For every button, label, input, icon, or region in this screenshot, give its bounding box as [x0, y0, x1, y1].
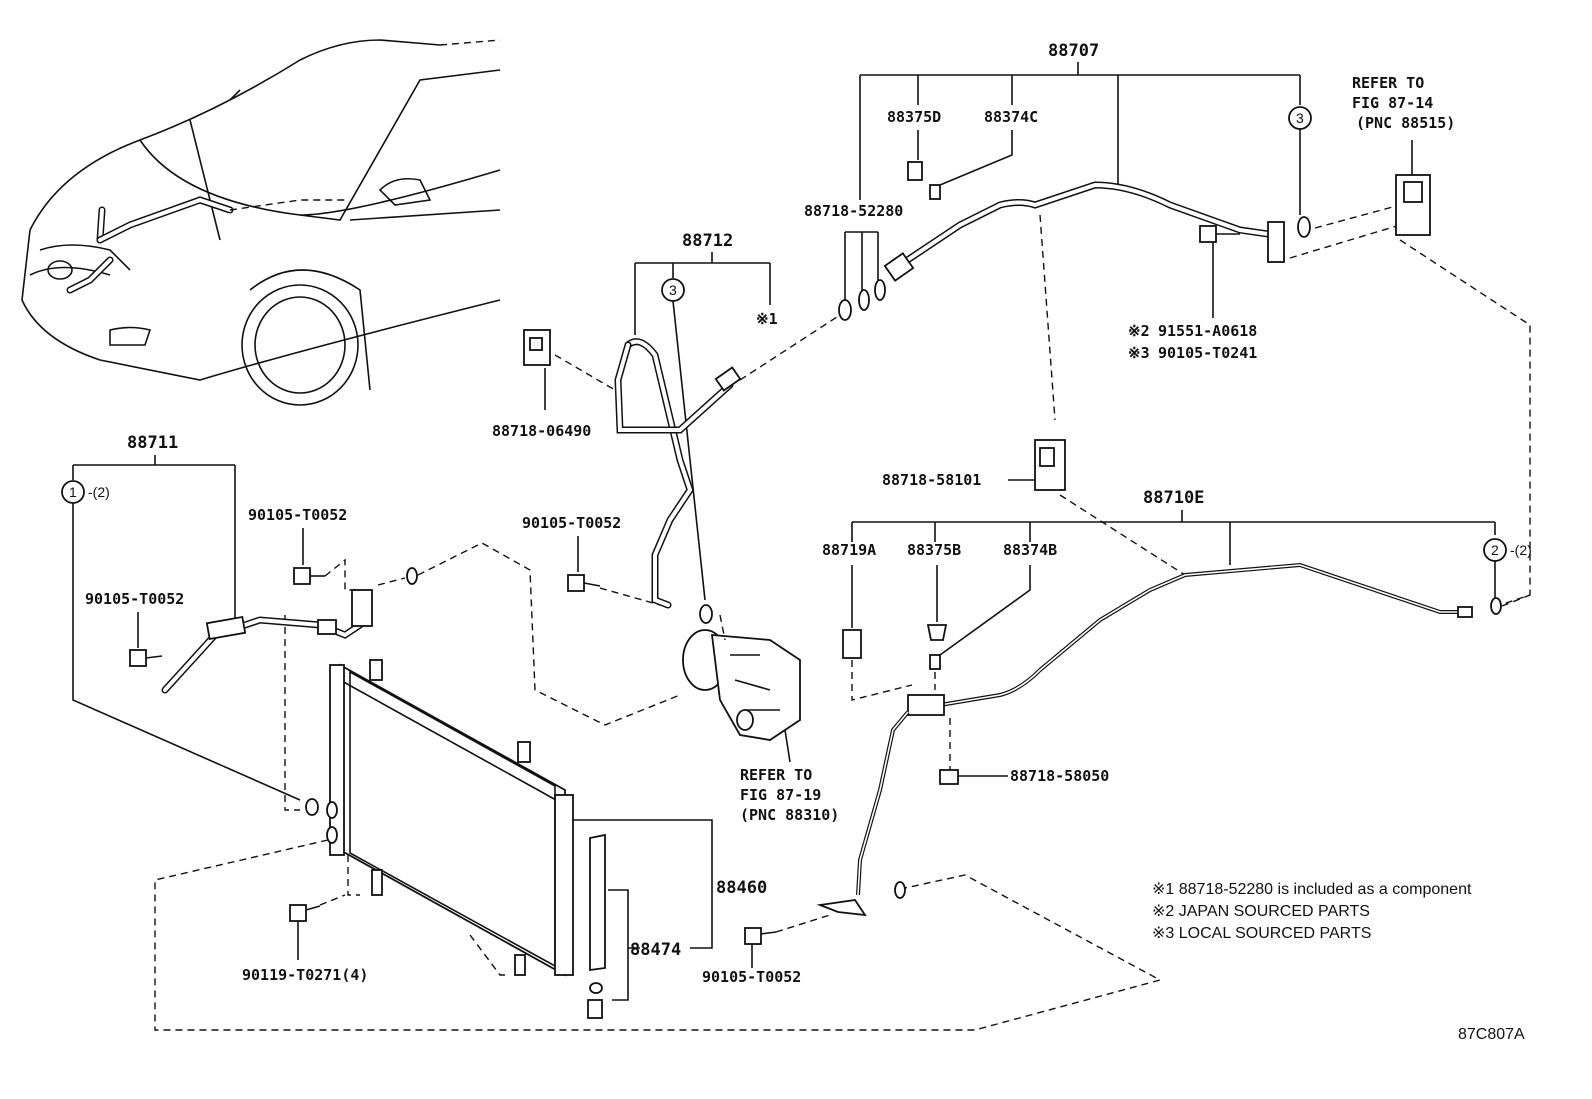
note-3: ※3 LOCAL SOURCED PARTS: [1152, 925, 1371, 942]
label-90105-T0241: 90105-T0241: [1158, 344, 1257, 362]
label-90105-T0052-c: 90105-T0052: [85, 590, 184, 608]
refer-top-line1: REFER TO: [1352, 74, 1424, 92]
circle-1-text: 1: [69, 484, 77, 500]
refer-top-line3: (PNC 88515): [1356, 114, 1455, 132]
label-88711: 88711: [127, 433, 178, 453]
note-2: ※2 JAPAN SOURCED PARTS: [1152, 903, 1370, 920]
refer-top-line2: FIG 87-14: [1352, 94, 1433, 112]
label-88375B: 88375B: [907, 541, 961, 559]
label-88718-58050: 88718-58050: [1010, 767, 1109, 785]
bolt-90105-a: [293, 567, 311, 585]
bolt-91551: [1199, 225, 1217, 243]
label-88712: 88712: [682, 231, 733, 251]
label-90105-T0052-a: 90105-T0052: [248, 506, 347, 524]
group-88712: 88712 ※1 3 88718-06490 90105-T0052: [492, 231, 841, 624]
oring-a: [858, 289, 870, 311]
label-88710E: 88710E: [1143, 488, 1204, 508]
valve-88374B: [929, 654, 941, 670]
circle-3-mid-text: 3: [669, 282, 677, 298]
bolt-90105-c: [129, 649, 147, 667]
figure-id: 87C807A: [1458, 1026, 1525, 1043]
clamp-88718-06490: [523, 329, 551, 366]
clamp-88718-52280: [838, 299, 852, 321]
label-88460: 88460: [716, 878, 767, 898]
oring-88707-end: [1297, 216, 1311, 238]
circle-2-qty: -(2): [1510, 542, 1532, 558]
bolt-90119: [289, 904, 307, 922]
label-90105-T0052-d: 90105-T0052: [702, 968, 801, 986]
pipe-end-88707: [883, 252, 915, 282]
label-88375D: 88375D: [887, 108, 941, 126]
clamp-88718-58050: [939, 769, 959, 785]
footnotes: ※1 88718-52280 is included as a componen…: [1152, 881, 1472, 942]
label-91551-A0618: 91551-A0618: [1158, 322, 1257, 340]
refer-comp-line2: FIG 87-19: [740, 786, 821, 804]
oring-88712-bottom: [699, 604, 713, 624]
label-88718-58101: 88718-58101: [882, 471, 981, 489]
group-88710E: 88718-58101 88710E 88719A 88375B 88374B …: [702, 439, 1532, 986]
modulator-88474: [589, 833, 606, 972]
label-88374B: 88374B: [1003, 541, 1057, 559]
refer-fig-87-14: REFER TO FIG 87-14 (PNC 88515): [1352, 74, 1531, 606]
refer-comp-line1: REFER TO: [740, 766, 812, 784]
mark-x1: ※1: [756, 310, 778, 328]
circle-2-text: 2: [1491, 542, 1499, 558]
label-88474: 88474: [630, 940, 681, 960]
oring-b: [874, 279, 886, 301]
label-88374C: 88374C: [984, 108, 1038, 126]
mark-x2: ※2: [1128, 322, 1150, 340]
label-88718-06490: 88718-06490: [492, 422, 591, 440]
label-88719A: 88719A: [822, 541, 876, 559]
car-illustration: [21, 39, 501, 406]
tube-block: [907, 694, 945, 716]
group-88711: 88711 1 -(2) 90105-T0052 90105-T0052: [61, 433, 681, 816]
label-88718-52280: 88718-52280: [804, 202, 903, 220]
cap-88375B: [926, 624, 948, 641]
switch-88719A: [842, 629, 862, 659]
label-90119-T0271: 90119-T0271(4): [242, 966, 368, 984]
bolt-90105-b: [567, 574, 585, 592]
circle-3-top-text: 3: [1296, 110, 1304, 126]
label-88707: 88707: [1048, 41, 1099, 61]
label-90105-T0052-b: 90105-T0052: [522, 514, 621, 532]
cap-88375D: [907, 161, 923, 181]
flange-88707: [1267, 221, 1285, 263]
refer-comp-line3: (PNC 88310): [740, 806, 839, 824]
compressor: REFER TO FIG 87-19 (PNC 88310): [682, 614, 839, 824]
bolt-90105-d: [744, 927, 762, 945]
valve-88374C: [929, 184, 941, 200]
mark-x3: ※3: [1128, 344, 1150, 362]
group-88707: 88707 88375D 88374C 88718-52280 3 ※2: [804, 41, 1401, 421]
note-1: ※1 88718-52280 is included as a componen…: [1152, 881, 1472, 898]
circle-1-qty: -(2): [88, 484, 110, 500]
condenser-88460: 88460 88474 90119-T0271(4): [154, 659, 1162, 1031]
